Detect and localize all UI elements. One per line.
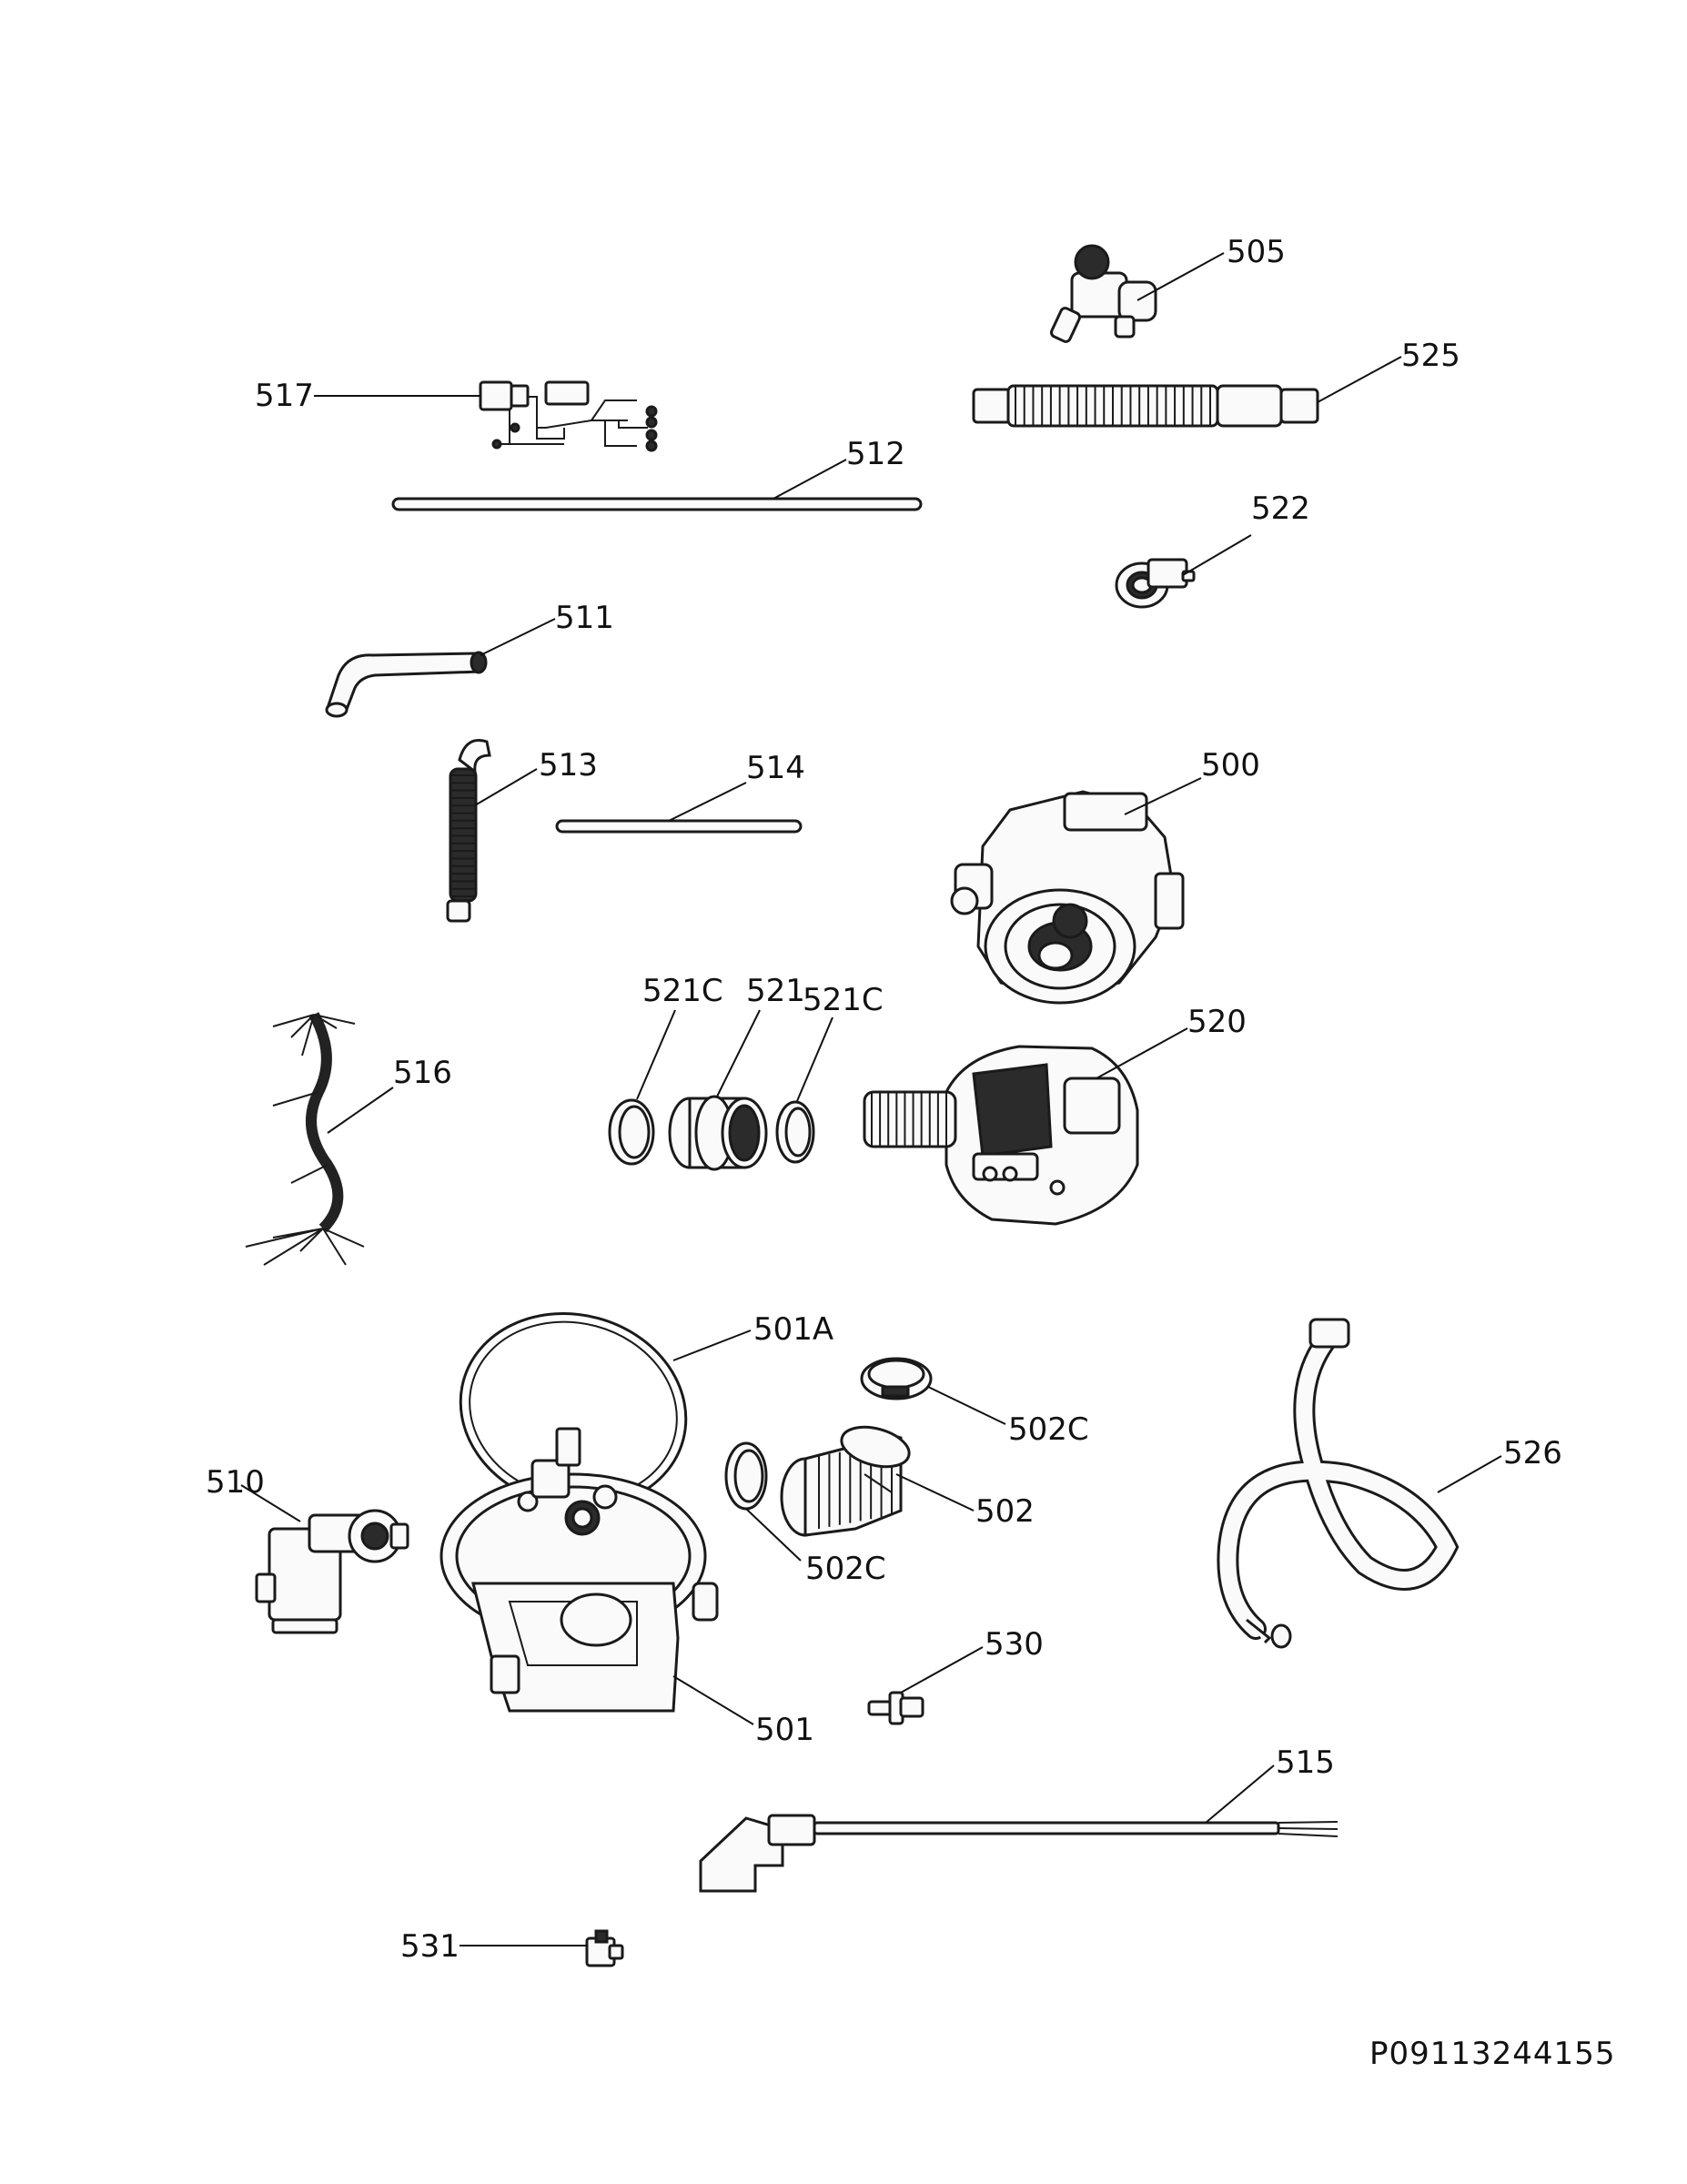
part-501-sump	[439, 1427, 719, 1713]
callout-521: 521	[746, 973, 805, 1009]
part-502C-clamp-bottom	[724, 1441, 768, 1511]
callout-501: 501	[755, 1712, 814, 1748]
callout-526: 526	[1503, 1435, 1562, 1471]
callout-502C-bottom: 502C	[805, 1551, 886, 1587]
callout-520: 520	[1187, 1004, 1247, 1040]
part-531-clip	[585, 1929, 624, 1967]
part-513-ribbed-hose	[446, 739, 491, 923]
callout-502C-top: 502C	[1008, 1411, 1089, 1448]
document-id: P09113244155	[1369, 2036, 1615, 2072]
part-502C-clamp-top	[860, 1357, 933, 1400]
callout-513: 513	[539, 747, 598, 784]
part-520-heat-pump	[863, 1045, 1139, 1226]
part-521C-clamp-right	[775, 1100, 815, 1164]
callout-531: 531	[400, 1928, 460, 1965]
part-515-power-cable	[699, 1814, 1338, 1893]
callout-516: 516	[393, 1055, 452, 1091]
callout-505: 505	[1227, 234, 1286, 270]
callout-530: 530	[985, 1626, 1044, 1663]
callout-515: 515	[1276, 1744, 1335, 1781]
part-514-rod	[555, 819, 803, 834]
callout-501A: 501A	[753, 1311, 833, 1348]
part-510-drain-pump	[255, 1509, 409, 1634]
part-530-fitting	[867, 1691, 924, 1725]
part-500-circulation-pump	[950, 790, 1185, 1005]
callout-512: 512	[846, 436, 905, 472]
callout-500: 500	[1201, 747, 1260, 784]
callout-525: 525	[1401, 338, 1460, 374]
part-522-sensor	[1115, 558, 1196, 609]
callout-511: 511	[555, 600, 614, 636]
part-516-cable-bundle	[245, 1012, 365, 1266]
part-521C-clamp-left	[608, 1098, 655, 1166]
callout-510: 510	[206, 1464, 265, 1501]
callout-521C-right: 521C	[803, 982, 884, 1018]
callout-517: 517	[255, 378, 314, 414]
part-517-wiring-harness	[479, 380, 658, 452]
callout-522: 522	[1251, 490, 1310, 527]
callout-502: 502	[975, 1493, 1035, 1530]
part-526-drain-hose	[1217, 1318, 1460, 1649]
part-511-bent-hose	[325, 651, 488, 718]
part-512-rod	[391, 497, 923, 511]
callout-521C-left: 521C	[642, 973, 723, 1009]
callout-514: 514	[746, 750, 805, 786]
part-525-corrugated-hose	[972, 384, 1319, 428]
part-505-valve	[1049, 244, 1157, 343]
part-502-bellows-elbow	[780, 1425, 911, 1537]
part-521-bellows-sleeve	[668, 1095, 768, 1171]
